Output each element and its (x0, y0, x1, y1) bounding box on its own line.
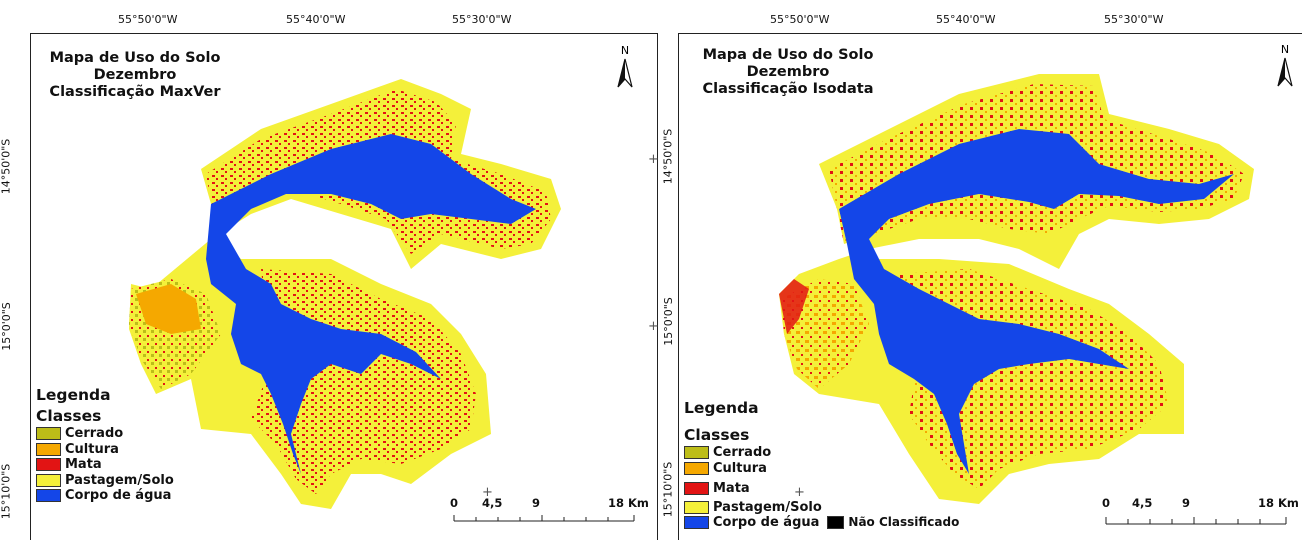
title-line-2: Dezembro (746, 64, 830, 80)
legend: Legenda Classes Cerrado Cultura Mata Pas… (36, 385, 174, 504)
legend-item-pastagem: Pastagem/Solo (36, 473, 174, 489)
legend: Legenda Classes Cerrado Cultura Mata Pas… (684, 398, 959, 531)
water-body (839, 129, 1234, 474)
legend-item-cultura: Cultura (684, 461, 959, 477)
pastagem-swatch (36, 473, 61, 487)
map-frame (678, 33, 1302, 540)
cerrado-swatch (684, 446, 709, 460)
longitude-label-3: 55°30'0"W (452, 13, 512, 26)
graticule-cross: + (794, 485, 805, 500)
scale-label-0: 0 (450, 496, 459, 510)
legend-label: Corpo de água (713, 515, 820, 530)
title-line-3: Classificação Isodata (702, 81, 874, 97)
legend-item-pastagem: Pastagem/Solo (684, 500, 959, 516)
legend-label: Cerrado (65, 426, 124, 441)
scale-bar: 0 4,5 9 18 Km (446, 496, 656, 536)
north-arrow: N (1274, 44, 1296, 90)
cerrado-swatch (36, 427, 61, 441)
scale-label-0: 0 (1102, 496, 1111, 510)
legend-label: Não Classificado (848, 515, 960, 529)
latitude-label-3: 15°10'0"S (0, 463, 13, 520)
graticule-cross: + (648, 319, 659, 334)
legend-label: Cerrado (713, 445, 772, 460)
map-title: Mapa de Uso do Solo Dezembro Classificaç… (40, 50, 230, 101)
scale-label-2: 9 (532, 496, 541, 510)
cultura-swatch (684, 461, 709, 475)
north-arrow-icon (1277, 57, 1293, 87)
legend-subtitle: Classes (36, 407, 102, 425)
legend-label: Corpo de água (65, 488, 172, 503)
legend-label: Cultura (713, 460, 767, 476)
map-panel-maxver: 55°50'0"W 55°40'0"W 55°30'0"W 14°50'0"S … (0, 13, 659, 540)
scale-ticks (1105, 517, 1287, 525)
north-letter: N (620, 44, 630, 57)
north-arrow: N (614, 45, 636, 91)
title-line-3: Classificação MaxVer (49, 84, 221, 100)
scale-label-2: 9 (1182, 496, 1191, 510)
land-use-map (779, 74, 1254, 504)
longitude-label-1: 55°50'0"W (118, 13, 178, 26)
cultura-area (136, 284, 201, 334)
scale-label-3: 18 Km (1258, 496, 1299, 510)
graticule-cross: + (648, 152, 659, 167)
legend-label: Mata (65, 457, 102, 472)
legend-row-last: Corpo de água Não Classificado (684, 515, 959, 531)
legend-title: Legenda (36, 386, 111, 404)
map-title: Mapa de Uso do Solo Dezembro Classificaç… (688, 47, 888, 98)
agua-swatch (684, 516, 709, 530)
legend-item-nao-classificado: Não Classificado (827, 515, 959, 531)
land-use-map (129, 79, 561, 509)
scale-label-1: 4,5 (1132, 496, 1153, 510)
north-arrow-icon (617, 58, 633, 88)
north-letter: N (1280, 43, 1290, 56)
map-frame (30, 33, 658, 540)
longitude-label-2: 55°40'0"W (936, 13, 996, 26)
title-line-2: Dezembro (93, 67, 177, 83)
graticule-cross: + (482, 485, 493, 500)
legend-item-mata: Mata (36, 457, 174, 473)
longitude-label-3: 55°30'0"W (1104, 13, 1164, 26)
legend-item-cerrado: Cerrado (36, 426, 174, 442)
legend-subtitle: Classes (684, 426, 750, 444)
mata-swatch (36, 458, 61, 472)
legend-item-cerrado: Cerrado (684, 445, 959, 461)
legend-item-agua: Corpo de água (684, 515, 819, 531)
legend-label: Pastagem/Solo (713, 499, 822, 515)
mata-swatch (684, 482, 709, 496)
title-line-1: Mapa de Uso do Solo (702, 47, 874, 63)
legend-item-cultura: Cultura (36, 442, 174, 458)
longitude-label-2: 55°40'0"W (286, 13, 346, 26)
legend-label: Mata (713, 481, 750, 496)
legend-label: Cultura (65, 441, 119, 457)
map-panel-isodata: 55°50'0"W 55°40'0"W 55°30'0"W 14°50'0"S … (661, 0, 1302, 540)
longitude-label-1: 55°50'0"W (770, 13, 830, 26)
nao-classificado-swatch (827, 516, 845, 530)
pastagem-swatch (684, 500, 709, 514)
legend-item-agua: Corpo de água (36, 488, 174, 504)
cultura-swatch (36, 442, 61, 456)
water-body (206, 134, 536, 474)
scale-label-1: 4,5 (482, 496, 503, 510)
latitude-label-3: 15°10'0"S (661, 461, 675, 518)
mata-west (779, 279, 809, 334)
scale-label-3: 18 Km (608, 496, 649, 510)
legend-label: Pastagem/Solo (65, 472, 174, 488)
latitude-label-1: 14°50'0"S (0, 138, 13, 195)
scale-ticks (453, 515, 635, 522)
latitude-label-2: 15°0'0"S (0, 302, 13, 351)
legend-item-mata: Mata (684, 481, 959, 497)
title-line-1: Mapa de Uso do Solo (49, 50, 221, 66)
agua-swatch (36, 489, 61, 503)
legend-title: Legenda (684, 399, 759, 417)
scale-bar: 0 4,5 9 18 Km (1098, 496, 1302, 536)
latitude-label-2: 15°0'0"S (661, 297, 675, 346)
latitude-label-1: 14°50'0"S (661, 128, 675, 185)
